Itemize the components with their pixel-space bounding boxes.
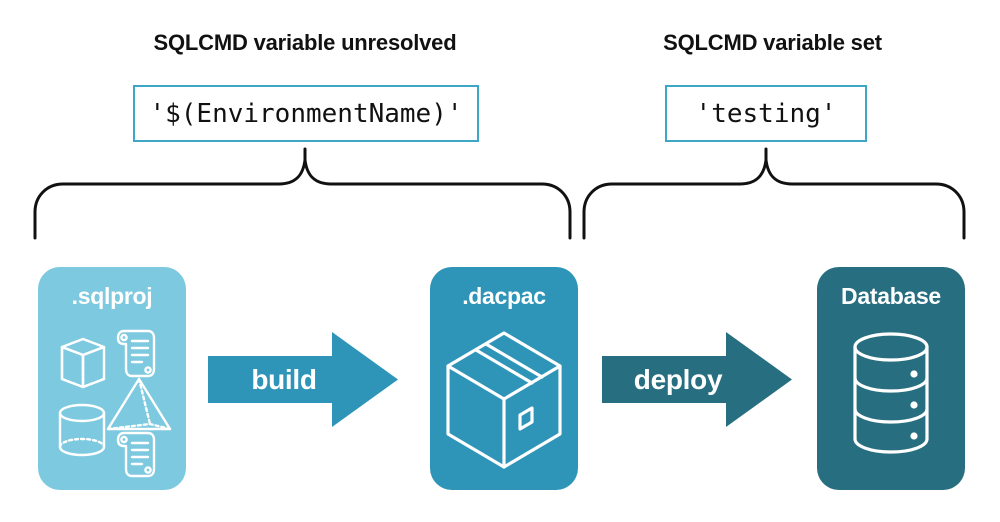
scroll-icon <box>116 431 156 478</box>
arrow-deploy: deploy <box>602 332 792 427</box>
right-curly-brace <box>582 147 966 240</box>
heading-sqlcmd-variable-unresolved: SQLCMD variable unresolved <box>153 30 457 55</box>
database-cylinder-icon <box>853 332 929 454</box>
stage-box-database: Database <box>817 267 965 490</box>
code-box-testing: 'testing' <box>665 85 867 142</box>
stage-box-sqlproj: .sqlproj <box>38 267 186 490</box>
cylinder-icon <box>58 403 106 457</box>
left-curly-brace <box>33 147 572 240</box>
code-box-environment-name: '$(EnvironmentName)' <box>133 85 479 142</box>
stage-label-sqlproj: .sqlproj <box>71 283 153 309</box>
database-status-dot <box>910 432 918 440</box>
package-box-icon <box>446 331 562 469</box>
arrow-build-shape <box>208 332 398 427</box>
scroll-icon <box>116 329 156 378</box>
database-status-dot <box>910 401 918 409</box>
pyramid-icon <box>106 377 172 431</box>
arrow-build: build <box>208 332 398 427</box>
stage-box-dacpac: .dacpac <box>430 267 578 490</box>
database-artwork <box>853 332 929 454</box>
stage-label-database: Database <box>841 283 941 309</box>
arrow-deploy-shape <box>602 332 792 427</box>
stage-label-dacpac: .dacpac <box>462 283 546 309</box>
database-status-dot <box>910 370 918 378</box>
heading-sqlcmd-variable-set: SQLCMD variable set <box>663 30 882 55</box>
cube-icon <box>60 337 106 389</box>
sqlproj-artwork <box>58 329 172 478</box>
dacpac-artwork <box>446 331 562 469</box>
